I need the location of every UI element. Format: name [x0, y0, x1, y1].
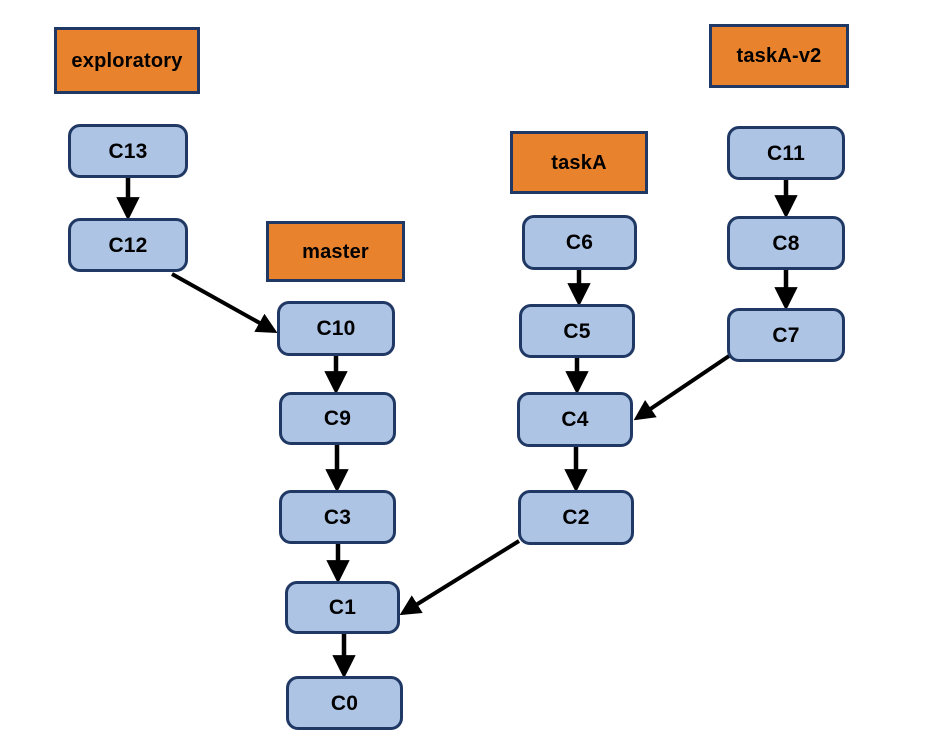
commit-node-c8[interactable]: C8 — [727, 216, 845, 270]
commit-node-c10[interactable]: C10 — [277, 301, 395, 356]
commit-node-c13[interactable]: C13 — [68, 124, 188, 178]
commit-edges — [116, 178, 798, 679]
commit-node-c1[interactable]: C1 — [285, 581, 400, 634]
edge-c7-to-c4 — [633, 354, 731, 421]
edge-c12-to-c10 — [171, 272, 278, 333]
branch-label-exploratory[interactable]: exploratory — [54, 27, 200, 94]
commit-node-c11[interactable]: C11 — [727, 126, 845, 180]
commit-node-c9[interactable]: C9 — [279, 392, 396, 445]
commit-node-c5[interactable]: C5 — [519, 304, 635, 358]
branch-label-taska[interactable]: taskA — [510, 131, 648, 194]
commit-node-c12[interactable]: C12 — [68, 218, 188, 272]
branch-label-master[interactable]: master — [266, 221, 405, 282]
commit-node-c0[interactable]: C0 — [286, 676, 403, 730]
branch-label-taska-v2[interactable]: taskA-v2 — [709, 24, 849, 88]
commit-node-c6[interactable]: C6 — [522, 215, 637, 270]
commit-node-c2[interactable]: C2 — [518, 490, 634, 545]
commit-node-c4[interactable]: C4 — [517, 392, 633, 447]
edge-c2-to-c1 — [399, 539, 521, 616]
commit-node-c3[interactable]: C3 — [279, 490, 396, 544]
commit-node-c7[interactable]: C7 — [727, 308, 845, 362]
